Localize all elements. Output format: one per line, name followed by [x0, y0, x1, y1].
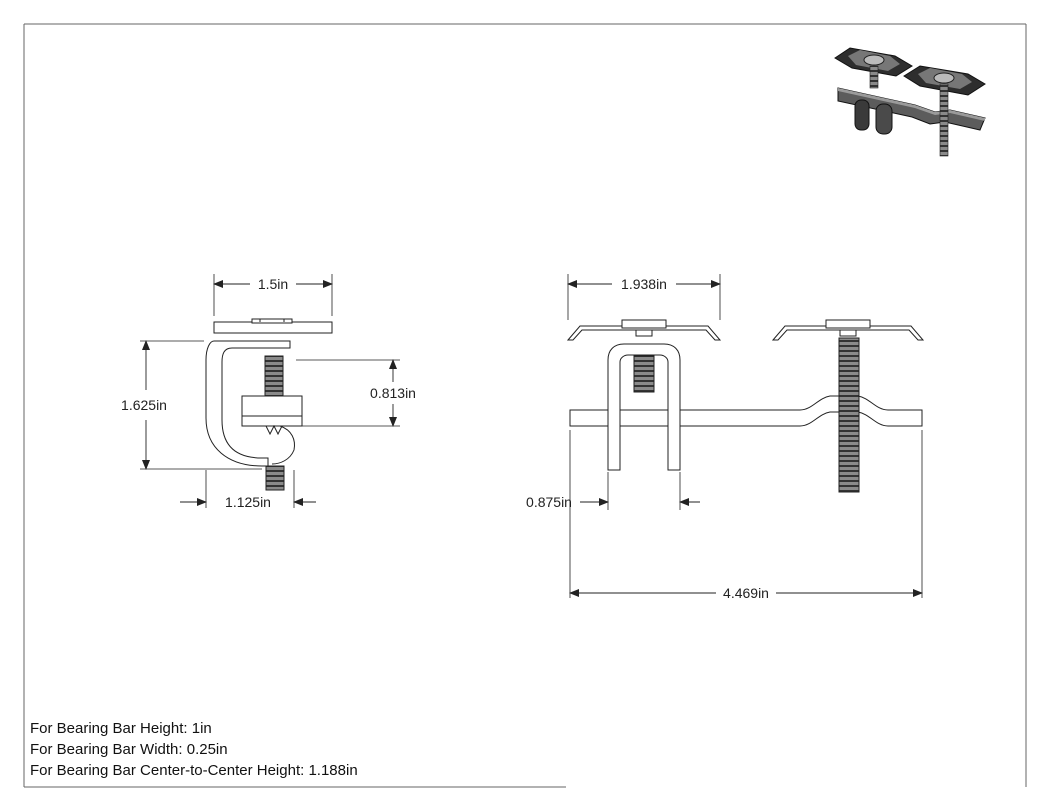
dim-side-width: 1.5in [258, 276, 288, 292]
note-center-height: For Bearing Bar Center-to-Center Height:… [30, 762, 358, 779]
dim-side-height: 1.625in [121, 397, 167, 413]
dim-side-depth: 1.125in [225, 494, 271, 510]
front-dimension-lines [567, 280, 923, 597]
front-view [566, 274, 925, 598]
sheet-border [23, 23, 1027, 788]
note-bar-height: For Bearing Bar Height: 1in [30, 720, 212, 737]
dim-side-jaw-height: 0.813in [370, 385, 416, 401]
dim-front-clip-width: 1.938in [621, 276, 667, 292]
dim-front-overall-length: 4.469in [723, 585, 769, 601]
isometric-thumbnail [834, 47, 986, 157]
side-view [140, 274, 400, 508]
note-bar-width: For Bearing Bar Width: 0.25in [30, 741, 228, 758]
side-dimension-lines [142, 280, 397, 506]
dim-front-leg-spacing: 0.875in [526, 494, 572, 510]
notes-block: For Bearing Bar Height: 1in For Bearing … [30, 718, 358, 781]
